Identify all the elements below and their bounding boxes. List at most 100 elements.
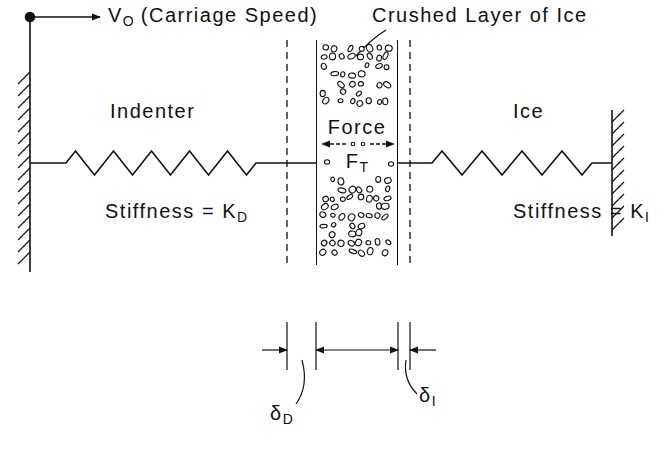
ice-particle [357,249,366,258]
ice-particle [321,96,330,105]
ice-particle [357,222,365,229]
ice-particle [331,222,337,228]
ice-particle [320,224,327,228]
ice-particle [347,52,356,60]
ice-particle [330,197,335,202]
ice-particle [381,213,389,221]
dimension-arrow [262,349,287,350]
ice-particle [330,45,338,53]
dimension-label: δI [419,384,436,406]
ice-particle [330,177,335,182]
ice-particle [358,70,366,77]
subscript: T [360,159,369,175]
dimension-label: δD [270,402,293,424]
speed-arrow [30,16,100,18]
stiffness-label: Stiffness = KI [513,200,649,222]
force-label: Force [328,116,387,138]
ice-particle [366,195,373,203]
subscript: I [432,393,436,409]
leader-line [296,360,304,404]
speed-label: VO (Carriage Speed) [108,4,318,26]
ice-particle [320,90,325,96]
ice-particle [338,53,345,60]
ice-particle [385,239,392,245]
text-part: δ [419,384,432,406]
ice-particle [330,203,339,210]
ice-particle [354,238,362,247]
ice-particle [347,45,354,53]
part-name: Indenter [110,100,195,122]
ice-particle [376,55,382,62]
ice-particle [318,248,327,257]
ice-particle [340,197,346,202]
part-name: Ice [513,100,544,122]
ice-particle [359,46,365,52]
ice-particle [357,54,364,61]
ice-particle [367,247,374,255]
ice-particle [329,53,336,60]
ice-particle [324,160,329,164]
ice-particle [385,185,391,192]
ice-particle [366,52,373,60]
ice-particle [385,45,393,52]
ice-particle [331,71,339,76]
ice-particle [361,142,365,146]
ice-particle [358,81,363,86]
subscript: D [237,209,247,225]
ice-particle [364,62,369,68]
ice-particle [347,213,356,223]
ice-particle [358,194,364,200]
ice-particle [382,51,389,60]
ice-particle [322,195,329,202]
ice-particle [347,239,355,247]
ice-particle [320,239,328,247]
ice-particle [377,45,382,51]
force-arrow [322,143,346,145]
ice-particle [376,82,383,89]
ice-particle [356,100,364,108]
ice-particle [383,98,389,105]
ice-particle [366,98,372,104]
ice-particle [383,195,391,201]
ice-particle [365,43,374,52]
extension-line [397,322,398,370]
ice-particle [338,99,343,103]
ice-particle [331,249,338,256]
dashed-boundary [409,40,410,266]
ice-particle [337,80,346,89]
leader-line [356,30,386,56]
subscript: D [283,411,293,427]
extension-line [315,322,316,370]
ice-particle [349,80,357,88]
ice-particle [338,213,346,222]
leader-line [405,360,417,394]
ice-particles [318,43,393,257]
ice-particle [319,211,327,218]
indenter-spring [30,151,316,175]
ice-particle [358,212,365,219]
text-part: δ [270,402,283,424]
ice-particle [351,142,355,146]
wall-hatching [18,72,30,264]
ice-particle [355,90,362,97]
ice-particle [366,240,371,245]
ice-particle [323,45,329,51]
subscript: I [645,209,649,225]
ice-particle [348,230,356,237]
ice-particle [388,162,393,166]
ice-particle [383,81,392,89]
ice-particle [320,202,329,211]
ice-particle [329,239,337,247]
ice-particle [355,186,362,194]
ice-particle [339,88,346,95]
ice-particle [355,228,363,236]
stiffness-label: Stiffness = KD [105,200,247,222]
ice-particle [328,231,336,239]
ice-particle [350,98,356,104]
dashed-boundary [286,40,287,266]
dimension-arrow [316,349,398,350]
ice-particle [330,213,335,218]
ice-particle [374,212,381,219]
